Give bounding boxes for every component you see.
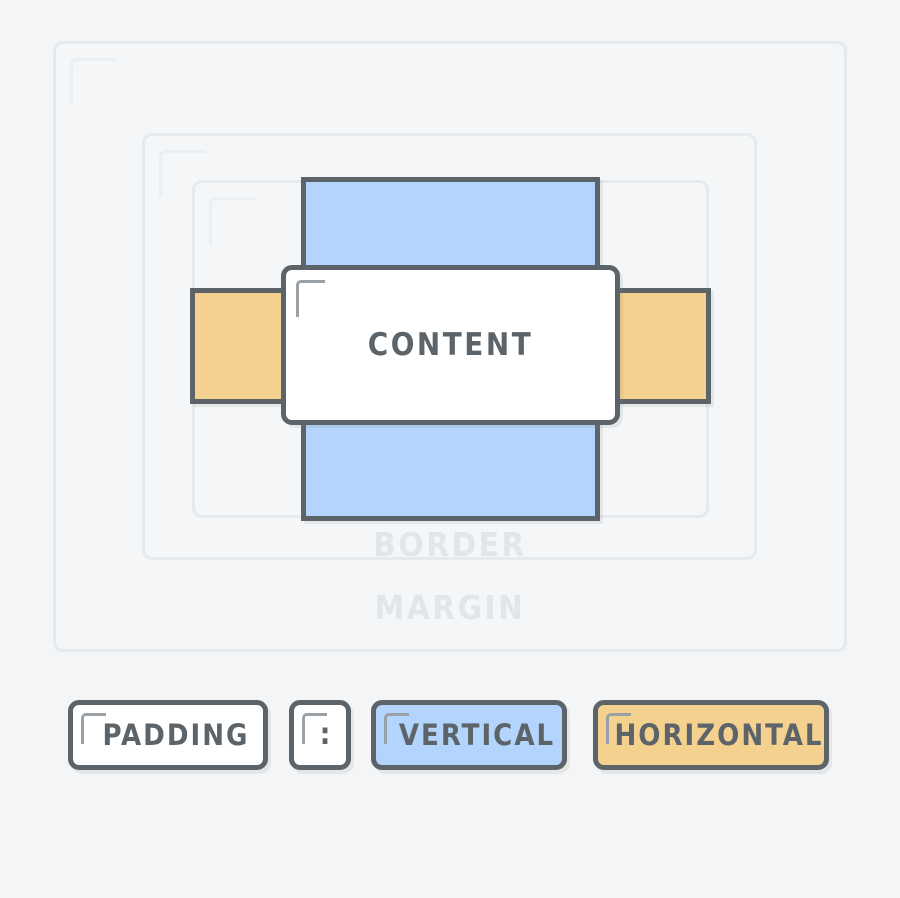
content-box: CONTENT <box>281 265 620 425</box>
margin-label: MARGIN <box>374 588 526 627</box>
content-label: CONTENT <box>367 326 534 363</box>
corner-bracket-icon <box>70 58 117 105</box>
legend-chip-horizontal[interactable]: HORIZONTAL <box>593 700 829 770</box>
legend-chip-label: : <box>319 717 331 752</box>
legend-chip-label: PADDING <box>102 717 250 752</box>
legend-chip-colon[interactable]: : <box>289 700 351 770</box>
corner-bracket-icon <box>81 713 106 744</box>
corner-bracket-icon <box>606 713 631 744</box>
corner-bracket-icon <box>296 280 325 317</box>
legend-chip-label: HORIZONTAL <box>614 717 824 752</box>
corner-bracket-icon <box>384 713 409 744</box>
legend: PADDING : VERTICAL HORIZONTAL <box>0 700 900 780</box>
corner-bracket-icon <box>209 197 256 244</box>
legend-chip-padding[interactable]: PADDING <box>68 700 268 770</box>
corner-bracket-icon <box>302 713 327 744</box>
border-label: BORDER <box>373 525 527 564</box>
legend-chip-label: VERTICAL <box>398 717 556 752</box>
legend-chip-vertical[interactable]: VERTICAL <box>371 700 567 770</box>
